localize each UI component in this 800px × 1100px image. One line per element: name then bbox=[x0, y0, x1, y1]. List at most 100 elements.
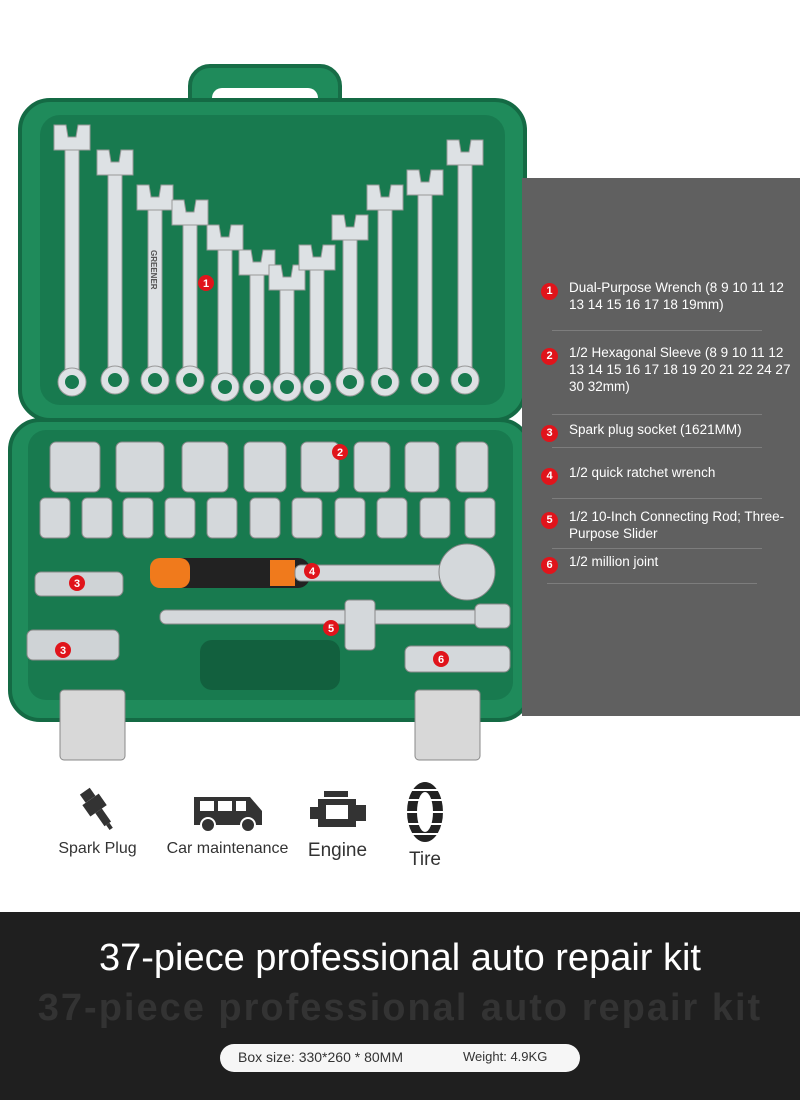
wrench-set bbox=[53, 124, 484, 402]
socket bbox=[353, 441, 391, 493]
use-engine: Engine bbox=[300, 785, 375, 862]
socket bbox=[419, 497, 451, 539]
legend-item: 2 1/2 Hexagonal Sleeve (8 9 10 11 12 13 1… bbox=[541, 344, 794, 395]
combination-wrench bbox=[96, 149, 134, 395]
socket bbox=[206, 497, 238, 539]
legend-item: 5 1/2 10-Inch Connecting Rod; Three-Purpo… bbox=[541, 508, 794, 542]
marker-badge: 6 bbox=[541, 557, 558, 574]
ratchet-head bbox=[438, 543, 496, 601]
combination-wrench bbox=[268, 264, 306, 402]
part-marker: 4 bbox=[304, 563, 320, 579]
use-label: Car maintenance bbox=[166, 840, 289, 857]
divider bbox=[552, 330, 762, 331]
combination-wrench bbox=[171, 199, 209, 395]
box-size: Box size: 330*260 * 80MM bbox=[238, 1049, 403, 1065]
latch-left bbox=[59, 689, 126, 761]
combination-wrench bbox=[298, 244, 336, 402]
spark-plug-socket bbox=[26, 629, 120, 661]
socket bbox=[464, 497, 496, 539]
t-slider bbox=[344, 599, 376, 651]
combination-wrench bbox=[136, 184, 174, 395]
weight: Weight: 4.9KG bbox=[463, 1049, 548, 1064]
marker-badge: 1 bbox=[541, 283, 558, 300]
socket bbox=[115, 441, 165, 493]
marker-badge: 3 bbox=[541, 425, 558, 442]
toolbox-image: GREENER 1 2 3 4 5 3 6 bbox=[8, 64, 532, 761]
rod-end bbox=[474, 603, 511, 629]
socket bbox=[243, 441, 287, 493]
legend-item: 4 1/2 quick ratchet wrench bbox=[541, 464, 794, 485]
legend-item: 1 Dual-Purpose Wrench (8 9 10 11 12 13 14… bbox=[541, 279, 794, 313]
legend-text: Dual-Purpose Wrench (8 9 10 11 12 13 14 … bbox=[569, 280, 784, 312]
combination-wrench bbox=[446, 139, 484, 395]
svg-text:1: 1 bbox=[203, 278, 209, 290]
marker-badge: 2 bbox=[541, 348, 558, 365]
socket bbox=[334, 497, 366, 539]
socket bbox=[291, 497, 323, 539]
tire-icon bbox=[407, 782, 443, 842]
legend-item: 3 Spark plug socket (1621MM) bbox=[541, 421, 794, 442]
ratchet-grip bbox=[150, 558, 190, 588]
socket bbox=[300, 441, 340, 493]
divider bbox=[552, 548, 762, 549]
use-label: Engine bbox=[307, 840, 368, 861]
spec-pill: Box size: 330*260 * 80MM Weight: 4.9KG bbox=[220, 1044, 580, 1072]
divider bbox=[552, 447, 762, 448]
part-marker: 3 bbox=[69, 575, 85, 591]
use-tire: Tire bbox=[395, 780, 455, 871]
marker-badge: 5 bbox=[541, 512, 558, 529]
socket bbox=[164, 497, 196, 539]
socket bbox=[122, 497, 154, 539]
van-icon bbox=[193, 797, 262, 833]
parts-legend-panel: 1 Dual-Purpose Wrench (8 9 10 11 12 13 14… bbox=[522, 178, 800, 716]
brand-mark: GREENER bbox=[149, 250, 158, 290]
use-label: Tire bbox=[408, 849, 442, 870]
divider bbox=[552, 414, 762, 415]
legend-text: 1/2 10-Inch Connecting Rod; Three-Purpos… bbox=[569, 509, 785, 541]
ratchet-collar bbox=[270, 560, 295, 586]
combination-wrench bbox=[53, 124, 91, 397]
svg-text:6: 6 bbox=[438, 654, 444, 666]
divider bbox=[547, 583, 757, 584]
universal-joint bbox=[404, 645, 511, 673]
latch-right bbox=[414, 689, 481, 761]
spark-plug-icon bbox=[79, 787, 113, 830]
title-reflection: 37-piece professional auto repair kit bbox=[37, 987, 763, 1029]
use-car-maintenance: Car maintenance bbox=[160, 785, 295, 858]
use-label: Spark Plug bbox=[58, 840, 137, 857]
socket bbox=[49, 441, 101, 493]
combination-wrench bbox=[331, 214, 369, 397]
legend-text: 1/2 quick ratchet wrench bbox=[569, 465, 716, 480]
divider bbox=[552, 498, 762, 499]
bottom-handle-recess bbox=[200, 640, 340, 690]
legend-text: Spark plug socket (1621MM) bbox=[569, 422, 742, 437]
part-marker: 2 bbox=[332, 444, 348, 460]
part-marker: 5 bbox=[323, 620, 339, 636]
combination-wrench bbox=[238, 249, 276, 402]
socket bbox=[39, 497, 71, 539]
part-marker: 1 bbox=[198, 275, 214, 291]
svg-text:3: 3 bbox=[60, 645, 66, 657]
svg-text:2: 2 bbox=[337, 447, 343, 459]
svg-text:5: 5 bbox=[328, 623, 334, 635]
part-marker: 3 bbox=[55, 642, 71, 658]
combination-wrench bbox=[206, 224, 244, 402]
socket bbox=[249, 497, 281, 539]
product-title: 37-piece professional auto repair kit bbox=[98, 937, 701, 979]
legend-text: 1/2 Hexagonal Sleeve (8 9 10 11 12 13 14… bbox=[569, 345, 791, 394]
socket bbox=[376, 497, 408, 539]
socket bbox=[181, 441, 229, 493]
socket-set bbox=[39, 441, 496, 539]
socket bbox=[455, 441, 489, 493]
socket bbox=[81, 497, 113, 539]
combination-wrench bbox=[366, 184, 404, 397]
svg-text:4: 4 bbox=[309, 566, 316, 578]
svg-text:3: 3 bbox=[74, 578, 80, 590]
part-markers: 1 2 3 4 5 3 6 bbox=[55, 275, 449, 667]
engine-icon bbox=[309, 791, 366, 827]
use-spark-plug: Spark Plug bbox=[50, 785, 145, 858]
marker-badge: 4 bbox=[541, 468, 558, 485]
part-marker: 6 bbox=[433, 651, 449, 667]
combination-wrench bbox=[406, 169, 444, 395]
